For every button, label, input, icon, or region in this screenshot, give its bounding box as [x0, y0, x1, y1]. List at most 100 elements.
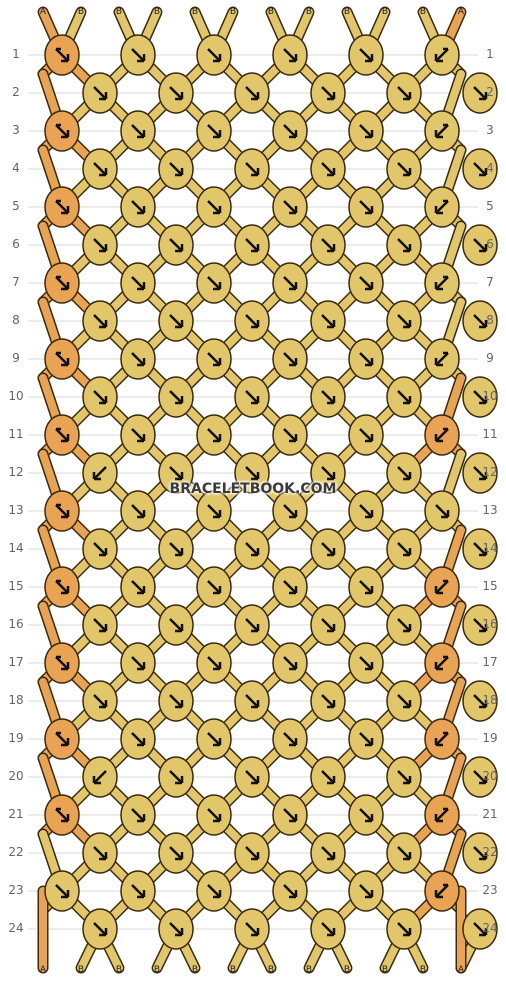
knot — [462, 148, 498, 190]
knot-arrow — [283, 428, 297, 442]
knot — [196, 718, 232, 760]
knot-arrow — [321, 770, 335, 784]
knot — [120, 34, 156, 76]
arrowhead-icon — [434, 814, 443, 823]
knot-arrow — [207, 580, 221, 594]
row-label-right: 16 — [482, 617, 498, 631]
knot-arrow — [359, 504, 373, 518]
knot-arrow — [131, 732, 145, 746]
knot — [196, 186, 232, 228]
knot — [386, 908, 422, 950]
knot — [234, 604, 270, 646]
knot — [158, 452, 194, 494]
knot — [386, 300, 422, 342]
knot — [44, 338, 80, 380]
knot-arrow — [55, 48, 69, 62]
knot-arrow — [55, 124, 69, 138]
knot-arrow — [93, 618, 107, 632]
arrowhead-icon — [251, 472, 260, 481]
knot — [272, 642, 308, 684]
arrowhead-icon — [365, 130, 374, 139]
arrowhead-icon — [327, 548, 336, 557]
knot — [424, 262, 460, 304]
bottom-string-label: B — [230, 965, 236, 975]
knot-arrow — [245, 542, 259, 556]
knot — [462, 452, 498, 494]
knot-arrow — [321, 542, 335, 556]
knot — [424, 34, 460, 76]
knot-arrow — [93, 770, 107, 784]
knot-arrow — [435, 48, 449, 62]
knot — [158, 72, 194, 114]
knot-arrow — [321, 314, 335, 328]
knot — [44, 186, 80, 228]
arrowhead-icon — [479, 168, 488, 177]
knot-arrow — [397, 390, 411, 404]
knot-arrow — [131, 200, 145, 214]
knot — [386, 756, 422, 798]
knot — [386, 148, 422, 190]
knot — [44, 642, 80, 684]
knot — [272, 338, 308, 380]
knot-arrow — [359, 200, 373, 214]
knot-arrow — [131, 656, 145, 670]
knot-arrow — [283, 808, 297, 822]
knot — [348, 870, 384, 912]
arrowhead-icon — [175, 776, 184, 785]
bottom-string-label: B — [78, 965, 84, 975]
knot-arrow — [473, 542, 487, 556]
arrowhead-icon — [479, 320, 488, 329]
arrowhead-icon — [365, 510, 374, 519]
arrowhead-icon — [251, 776, 260, 785]
knot-arrow — [93, 86, 107, 100]
knot-arrow — [131, 580, 145, 594]
arrowhead-icon — [327, 928, 336, 937]
knot-arrow — [283, 200, 297, 214]
knot — [272, 870, 308, 912]
arrowhead-icon — [327, 320, 336, 329]
arrowhead-icon — [251, 548, 260, 557]
arrowhead-icon — [92, 776, 101, 785]
knot — [120, 338, 156, 380]
arrowhead-icon — [213, 434, 222, 443]
knot — [386, 452, 422, 494]
top-string-label: B — [306, 7, 312, 17]
knot-arrow — [435, 808, 449, 822]
arrowhead-icon — [175, 92, 184, 101]
knot — [82, 148, 118, 190]
knot — [196, 642, 232, 684]
knot-arrow — [473, 846, 487, 860]
knot-arrow — [207, 656, 221, 670]
knot — [462, 376, 498, 418]
knot — [158, 528, 194, 570]
row-label-left: 12 — [8, 465, 24, 479]
arrowhead-icon — [403, 396, 412, 405]
knot — [310, 528, 346, 570]
knot — [310, 376, 346, 418]
bottom-string-label: B — [382, 965, 388, 975]
arrowhead-icon — [479, 624, 488, 633]
knot-arrow — [169, 922, 183, 936]
bottom-string-label: B — [268, 965, 274, 975]
knot — [158, 224, 194, 266]
knot-arrow — [55, 808, 69, 822]
knot — [196, 34, 232, 76]
knot — [82, 224, 118, 266]
arrowhead-icon — [61, 206, 70, 215]
row-label-left: 11 — [8, 427, 24, 441]
row-label-right: 23 — [482, 883, 498, 897]
knot — [348, 642, 384, 684]
knot-arrow — [169, 238, 183, 252]
arrowhead-icon — [61, 662, 70, 671]
arrowhead-icon — [213, 890, 222, 899]
knot — [82, 756, 118, 798]
arrowhead-icon — [403, 548, 412, 557]
knot-arrow — [473, 466, 487, 480]
knot — [462, 72, 498, 114]
knot — [348, 262, 384, 304]
arrowhead-icon — [365, 586, 374, 595]
row-label-right: 11 — [482, 427, 498, 441]
arrowhead-icon — [365, 358, 374, 367]
arrowhead-icon — [434, 54, 443, 63]
arrowhead-icon — [403, 92, 412, 101]
